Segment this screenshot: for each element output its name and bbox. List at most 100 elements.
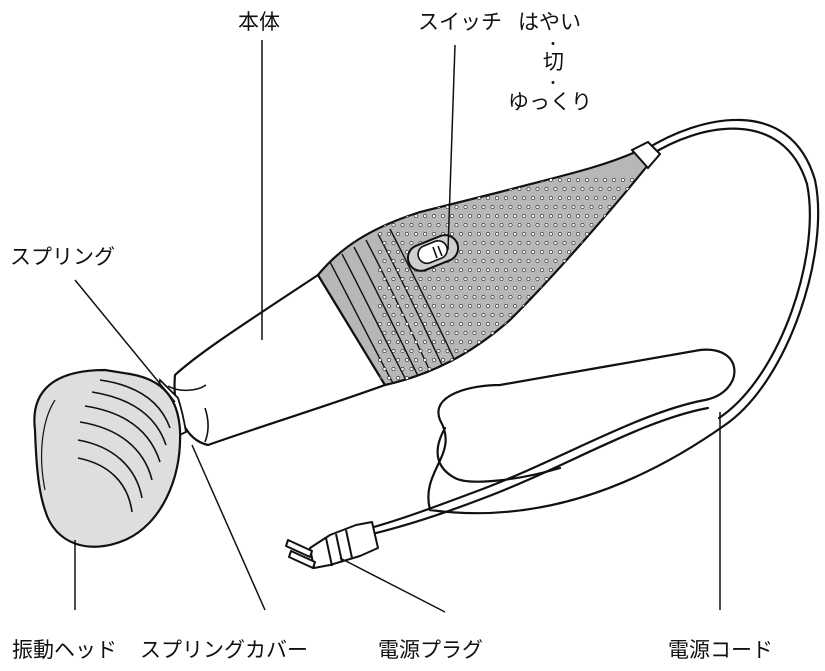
grip-dot bbox=[472, 349, 477, 353]
grip-dot bbox=[454, 277, 459, 281]
grip-dot bbox=[486, 196, 490, 200]
grip-dot bbox=[400, 367, 405, 371]
grip-dot bbox=[544, 331, 549, 335]
grip-dot bbox=[621, 178, 625, 182]
grip-dot bbox=[621, 376, 625, 380]
grip-dot bbox=[589, 259, 594, 263]
grip-dot bbox=[598, 331, 603, 335]
grip-dot bbox=[405, 268, 409, 272]
grip-dot bbox=[499, 241, 504, 245]
grip-dot bbox=[616, 367, 621, 371]
grip-dot bbox=[603, 358, 607, 362]
grip-dot bbox=[607, 295, 612, 299]
grip-dot bbox=[396, 322, 400, 326]
grip-dot bbox=[499, 223, 504, 227]
grip-dot bbox=[396, 304, 400, 308]
grip-dot bbox=[576, 268, 580, 272]
grip-dot bbox=[553, 241, 558, 245]
grip-dot bbox=[391, 187, 396, 191]
grip-dot bbox=[648, 196, 652, 200]
grip-dot bbox=[540, 304, 544, 308]
grip-dot bbox=[603, 340, 607, 344]
grip-dot bbox=[544, 205, 549, 209]
grip-dot bbox=[531, 250, 535, 254]
grip-dot bbox=[391, 205, 396, 209]
grip-dot bbox=[486, 340, 490, 344]
grip-dot bbox=[576, 304, 580, 308]
grip-dot bbox=[594, 322, 598, 326]
grip-dot bbox=[553, 295, 558, 299]
grip-dot bbox=[594, 286, 598, 290]
grip-dot bbox=[594, 232, 598, 236]
grip-dot bbox=[639, 376, 643, 380]
grip-dot bbox=[603, 376, 607, 380]
grip-dot bbox=[589, 331, 594, 335]
grip-dot bbox=[382, 205, 387, 209]
grip-dot bbox=[567, 322, 571, 326]
grip-dot bbox=[567, 250, 571, 254]
grip-dot bbox=[553, 349, 558, 353]
grip-dot bbox=[400, 349, 405, 353]
leader-plug bbox=[339, 557, 446, 613]
grip-dot bbox=[450, 286, 454, 290]
grip-dot bbox=[531, 304, 535, 308]
grip-dot bbox=[540, 322, 544, 326]
grip-dot bbox=[540, 250, 544, 254]
grip-dot bbox=[400, 259, 405, 263]
grip-dot bbox=[508, 367, 513, 371]
grip-dot bbox=[481, 259, 486, 263]
grip-dot bbox=[634, 295, 639, 299]
grip-dot bbox=[630, 340, 634, 344]
grip-dot bbox=[643, 259, 648, 263]
grip-dot bbox=[580, 277, 585, 281]
grip-dot bbox=[639, 322, 643, 326]
grip-dot bbox=[535, 367, 540, 371]
grip-dot bbox=[486, 178, 490, 182]
grip-dot bbox=[486, 214, 490, 218]
grip-dot bbox=[445, 295, 450, 299]
grip-dot bbox=[625, 241, 630, 245]
grip-dot bbox=[418, 223, 423, 227]
grip-dot bbox=[526, 367, 531, 371]
grip-dot bbox=[630, 286, 634, 290]
grip-dot bbox=[540, 358, 544, 362]
grip-dot bbox=[517, 349, 522, 353]
grip-dot bbox=[409, 223, 414, 227]
grip-dot bbox=[585, 286, 589, 290]
grip-dot bbox=[414, 304, 418, 308]
grip-dot bbox=[562, 313, 567, 317]
grip-dot bbox=[598, 295, 603, 299]
grip-dot bbox=[391, 349, 396, 353]
grip-dot bbox=[432, 196, 436, 200]
grip-dot bbox=[558, 304, 562, 308]
grip-dot bbox=[612, 286, 616, 290]
grip-dot bbox=[499, 205, 504, 209]
grip-dot bbox=[396, 232, 400, 236]
grip-dot bbox=[504, 250, 508, 254]
grip-dot bbox=[558, 340, 562, 344]
grip-dot bbox=[616, 259, 621, 263]
grip-dot bbox=[549, 214, 553, 218]
grip-dot bbox=[396, 268, 400, 272]
grip-dot bbox=[625, 259, 630, 263]
grip-dot bbox=[486, 232, 490, 236]
grip-dot bbox=[576, 196, 580, 200]
grip-dot bbox=[571, 241, 576, 245]
grip-dot bbox=[463, 259, 468, 263]
grip-dot bbox=[526, 205, 531, 209]
grip-dot bbox=[531, 268, 535, 272]
grip-dot bbox=[454, 259, 459, 263]
grip-dot bbox=[653, 205, 656, 208]
grip-dot bbox=[405, 286, 409, 290]
grip-dot bbox=[459, 178, 463, 182]
grip-dot bbox=[535, 205, 540, 209]
grip-dot bbox=[517, 367, 522, 371]
grip-dot bbox=[481, 277, 486, 281]
grip-dot bbox=[436, 313, 441, 317]
grip-dot bbox=[405, 304, 409, 308]
grip-dot bbox=[540, 232, 544, 236]
grip-dot bbox=[436, 187, 441, 191]
grip-dot bbox=[522, 340, 526, 344]
grip-dot bbox=[553, 205, 558, 209]
grip-dot bbox=[625, 277, 630, 281]
